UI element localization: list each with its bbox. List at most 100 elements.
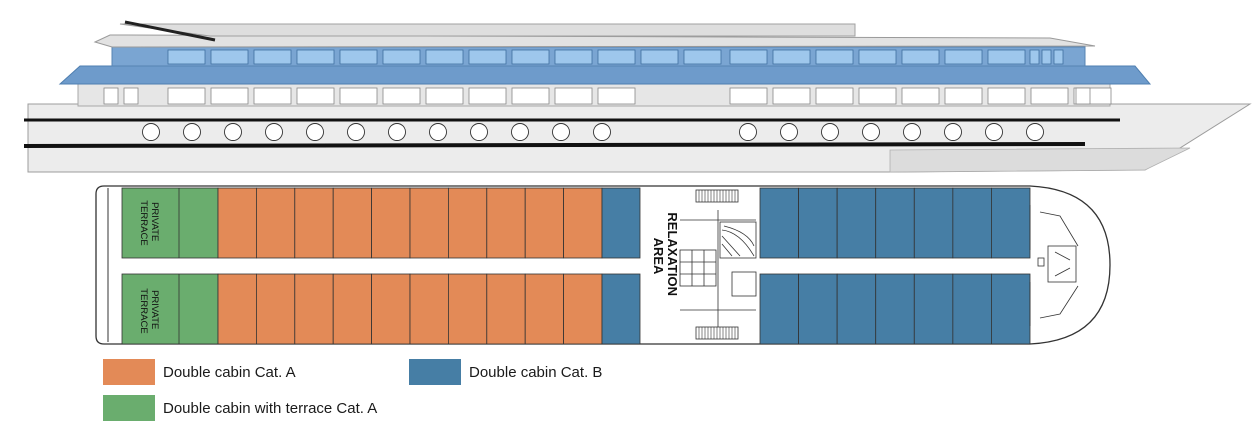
cabin-a bbox=[524, 273, 565, 345]
legend-item-cabin-a: Double cabin Cat. A bbox=[103, 359, 296, 385]
cabin-b bbox=[798, 187, 838, 259]
porthole bbox=[552, 123, 570, 141]
cabin-a bbox=[409, 273, 449, 345]
ship-side-view bbox=[23, 20, 1252, 173]
stair-steps bbox=[698, 190, 736, 339]
staircase bbox=[719, 221, 757, 259]
window bbox=[103, 87, 119, 105]
window bbox=[425, 87, 464, 105]
legend-item-cabin-b: Double cabin Cat. B bbox=[409, 359, 602, 385]
lounge-grid bbox=[679, 210, 757, 332]
cabin-b bbox=[875, 187, 915, 259]
porthole bbox=[862, 123, 880, 141]
porthole bbox=[739, 123, 757, 141]
cabin-b bbox=[913, 273, 954, 345]
corridor bbox=[122, 258, 760, 274]
porthole bbox=[903, 123, 921, 141]
window bbox=[1053, 49, 1064, 65]
porthole bbox=[347, 123, 365, 141]
cabin-a bbox=[294, 187, 334, 259]
legend-label-cabin-b: Double cabin Cat. B bbox=[469, 363, 603, 381]
cabin-b bbox=[759, 187, 799, 259]
porthole bbox=[944, 123, 962, 141]
wheelhouse-roof bbox=[119, 23, 856, 37]
hull-stripe-bottom bbox=[23, 142, 1086, 148]
porthole bbox=[511, 123, 529, 141]
legend-swatch-cabin-b bbox=[409, 359, 461, 385]
deck-plan: PRIVATE TERRACE PRIVATE TERRACE RELAXATI… bbox=[95, 185, 1111, 345]
cabin-a bbox=[371, 273, 411, 345]
window bbox=[858, 87, 897, 105]
porthole bbox=[183, 123, 201, 141]
porthole bbox=[780, 123, 798, 141]
bow-equipment bbox=[1029, 205, 1079, 326]
legend-label-terrace: Double cabin with terrace Cat. A bbox=[163, 399, 378, 417]
window bbox=[987, 49, 1026, 65]
porthole bbox=[1026, 123, 1044, 141]
window bbox=[468, 87, 507, 105]
window bbox=[944, 87, 983, 105]
porthole bbox=[265, 123, 283, 141]
window bbox=[772, 87, 811, 105]
cabin-b bbox=[759, 273, 799, 345]
porthole bbox=[224, 123, 242, 141]
cabin-b bbox=[836, 273, 877, 345]
legend-swatch-terrace bbox=[103, 395, 155, 421]
cabin-b bbox=[798, 273, 838, 345]
window bbox=[511, 49, 550, 65]
cabin-a bbox=[563, 187, 603, 259]
hull-bow-shade bbox=[889, 147, 1191, 173]
legend-label-cabin-a: Double cabin Cat. A bbox=[163, 363, 296, 381]
window bbox=[468, 49, 507, 65]
window bbox=[901, 87, 940, 105]
cabin-a bbox=[447, 273, 488, 345]
window bbox=[511, 87, 550, 105]
cabin-b bbox=[991, 273, 1031, 345]
porthole bbox=[821, 123, 839, 141]
terrace-label-top: PRIVATE TERRACE bbox=[138, 200, 160, 245]
porthole bbox=[388, 123, 406, 141]
porthole bbox=[306, 123, 324, 141]
window bbox=[640, 49, 679, 65]
window bbox=[425, 49, 464, 65]
legend-swatch-cabin-a bbox=[103, 359, 155, 385]
cabin-b bbox=[601, 187, 641, 259]
window bbox=[597, 49, 636, 65]
window bbox=[597, 87, 636, 105]
window bbox=[296, 87, 335, 105]
window bbox=[987, 87, 1026, 105]
terrace-cell bbox=[121, 187, 219, 259]
window bbox=[554, 49, 593, 65]
cabin-a bbox=[294, 273, 334, 345]
window bbox=[382, 49, 421, 65]
cabin-a bbox=[255, 187, 296, 259]
cabin-a bbox=[563, 273, 603, 345]
window bbox=[1030, 87, 1069, 105]
window bbox=[815, 87, 854, 105]
window bbox=[858, 49, 897, 65]
window bbox=[296, 49, 335, 65]
window bbox=[901, 49, 940, 65]
cabin-a bbox=[447, 187, 488, 259]
window bbox=[729, 87, 768, 105]
porthole bbox=[985, 123, 1003, 141]
window bbox=[1075, 87, 1091, 105]
cabin-b bbox=[913, 187, 954, 259]
cabin-a bbox=[217, 187, 257, 259]
main-deck-windows bbox=[103, 87, 1112, 105]
hull-portholes bbox=[142, 123, 1044, 141]
terrace-label-bottom: PRIVATE TERRACE bbox=[138, 288, 160, 333]
cabin-a bbox=[332, 187, 373, 259]
relaxation-area-label: RELAXATION AREA bbox=[651, 212, 680, 299]
cabin-a bbox=[371, 187, 411, 259]
porthole bbox=[470, 123, 488, 141]
window bbox=[167, 49, 206, 65]
window bbox=[772, 49, 811, 65]
cabin-b bbox=[875, 273, 915, 345]
terrace-cell bbox=[121, 273, 219, 345]
window bbox=[1041, 49, 1052, 65]
window bbox=[815, 49, 854, 65]
cabin-a bbox=[332, 273, 373, 345]
upper-deck-windows bbox=[167, 49, 1064, 65]
cabin-b bbox=[601, 273, 641, 345]
